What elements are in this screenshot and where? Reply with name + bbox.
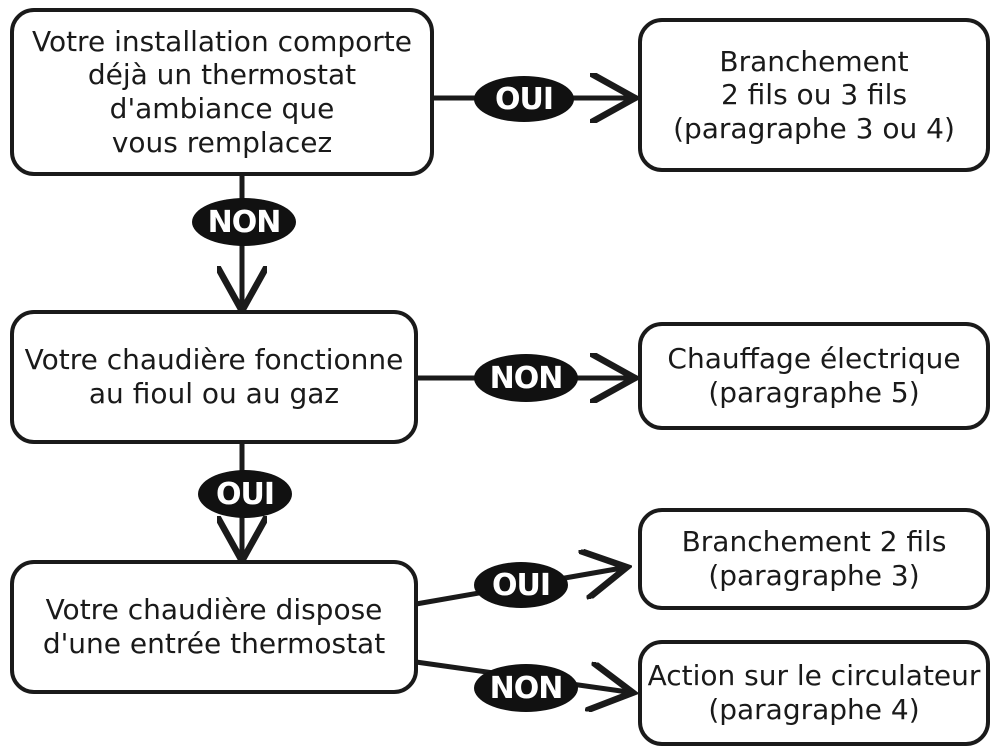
box-text-line: (paragraphe 3 ou 4) (673, 111, 955, 145)
box-text-line: Votre chaudière fonctionne (24, 343, 404, 377)
box-text-line: d'une entrée thermostat (42, 627, 386, 660)
label-oui: OUI (474, 76, 574, 122)
box-text-line: Branchement 2 fils (681, 525, 947, 559)
label-non: NON (474, 354, 578, 402)
box-text-line: (paragraphe 5) (708, 376, 920, 409)
result-box-branchement-2-fils: Branchement 2 fils (paragraphe 3) (638, 508, 990, 610)
box-text-line: Votre installation comporte (31, 24, 413, 58)
label-non: NON (474, 664, 578, 712)
result-box-chauffage-electrique: Chauffage électrique (paragraphe 5) (638, 322, 990, 430)
label-non: NON (192, 198, 296, 246)
box-text-line: Chauffage électrique (667, 342, 961, 376)
box-text-line: Action sur le circulateur (647, 659, 981, 693)
box-text-line: d'ambiance que (109, 92, 335, 125)
question-box-boiler-fuel: Votre chaudière fonctionne au fioul ou a… (10, 310, 418, 444)
box-text-line: au fioul ou au gaz (88, 377, 340, 410)
question-box-existing-thermostat: Votre installation comporte déjà un ther… (10, 8, 434, 176)
box-text-line: vous remplacez (111, 125, 333, 159)
box-text-line: (paragraphe 3) (708, 559, 920, 592)
box-text-line: (paragraphe 4) (708, 693, 920, 726)
box-text-line: Branchement (719, 44, 909, 78)
box-text-line: Votre chaudière dispose (45, 593, 383, 627)
result-box-action-circulateur: Action sur le circulateur (paragraphe 4) (638, 640, 990, 746)
box-text-line: déjà un thermostat (87, 58, 357, 92)
result-box-branchement-2-ou-3-fils: Branchement 2 fils ou 3 fils (paragraphe… (638, 18, 990, 172)
question-box-thermostat-input: Votre chaudière dispose d'une entrée the… (10, 560, 418, 694)
label-oui: OUI (198, 470, 292, 518)
label-oui: OUI (474, 562, 568, 608)
box-text-line: 2 fils ou 3 fils (720, 78, 908, 112)
